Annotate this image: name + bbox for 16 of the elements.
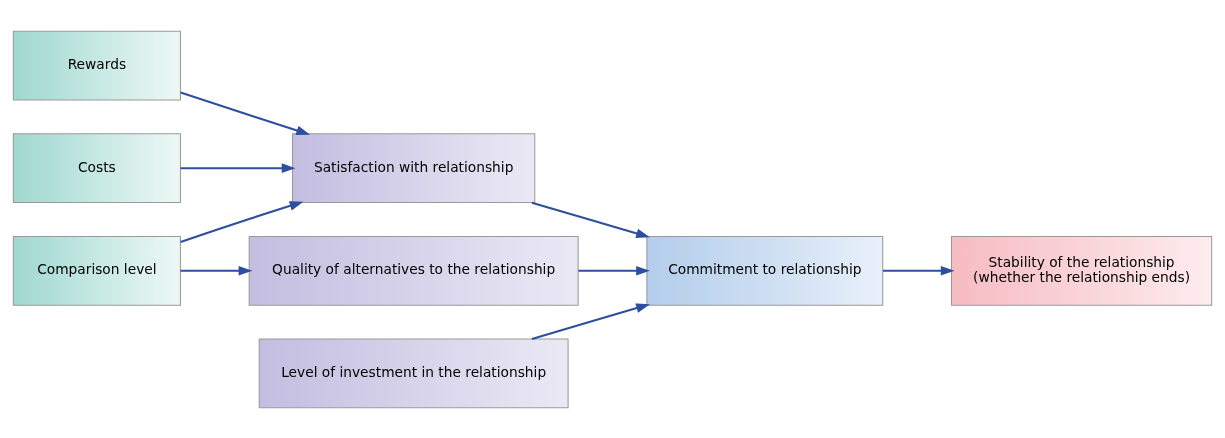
arrow: [883, 265, 955, 276]
arrow: [578, 265, 650, 276]
arrow: [180, 162, 296, 173]
node-box: Stability of the relationship (whether the relationship ends): [950, 235, 1213, 306]
node-box: Level of investment in the relationship: [258, 338, 569, 408]
arrow: [531, 303, 650, 340]
node-box: Rewards: [12, 30, 181, 100]
arrow: [180, 91, 311, 135]
arrow: [180, 200, 304, 243]
node-box: Commitment to relationship: [646, 235, 884, 306]
arrow: [180, 265, 253, 276]
node-box: Comparison level: [12, 235, 181, 306]
node-box: Satisfaction with relationship: [292, 132, 536, 203]
arrow: [531, 201, 650, 238]
node-box: Quality of alternatives to the relationship: [248, 235, 579, 306]
node-box: Costs: [12, 132, 181, 203]
